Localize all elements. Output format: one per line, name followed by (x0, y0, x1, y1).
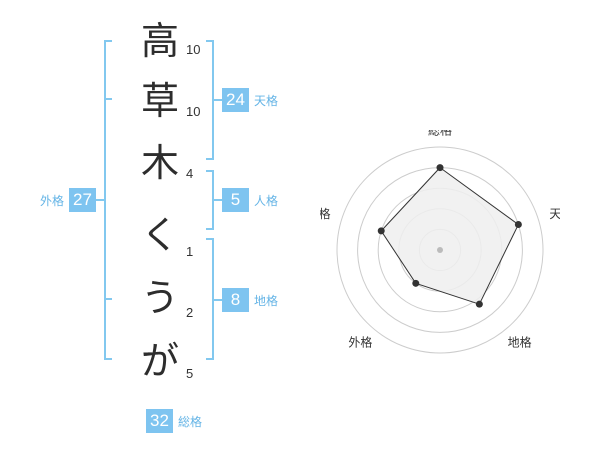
name-char-1: 高 (140, 19, 179, 63)
radar-grid-ring (336, 146, 544, 354)
jinkaku-bracket (206, 170, 214, 230)
gaikaku-label: 外格 (40, 193, 65, 208)
chikaku-value: 8 (222, 288, 249, 312)
stroke-count-5: 2 (186, 305, 194, 320)
jinkaku-label: 人格 (254, 193, 279, 208)
stroke-count-2: 10 (186, 104, 201, 119)
tenkaku-badge: 24 天格 (222, 88, 278, 112)
chikaku-badge: 8 地格 (222, 288, 278, 312)
name-char-6: が (140, 339, 179, 383)
tenkaku-label: 天格 (254, 93, 279, 108)
radar-point-2 (514, 221, 522, 229)
chikaku-label: 地格 (254, 293, 279, 308)
jinkaku-value: 5 (222, 188, 249, 212)
name-char-3: 木 (140, 141, 179, 185)
soukaku-label: 総格 (178, 414, 203, 429)
radar-axis-label-1: 総格 (428, 130, 452, 138)
radar-point-3 (475, 300, 483, 308)
chikaku-bracket (206, 238, 214, 360)
gaikaku-bracket-tick (104, 98, 112, 100)
name-char-4: く (140, 213, 179, 257)
radar-chart: 総格天格地格 外格 人格 (320, 130, 560, 354)
radar-polygon (380, 166, 520, 305)
radar-axis-label-5: 人格 (320, 206, 331, 221)
jinkaku-connector (214, 199, 222, 201)
tenkaku-connector (214, 99, 222, 101)
radar-axis-label-2: 天格 (549, 206, 560, 221)
chikaku-connector (214, 299, 222, 301)
name-char-5: う (140, 276, 179, 320)
gaikaku-bracket (104, 40, 112, 360)
gaikaku-value: 27 (69, 188, 97, 212)
tenkaku-bracket (206, 40, 214, 160)
stroke-count-1: 10 (186, 42, 201, 57)
radar-point-4 (412, 279, 420, 287)
radar-axis-label-3: 地格 (508, 335, 532, 350)
stroke-count-6: 5 (186, 366, 194, 381)
radar-axis-label-4: 外格 (348, 335, 372, 350)
soukaku-badge: 32 総格 (146, 409, 202, 433)
gaikaku-badge: 外格 27 (40, 188, 97, 212)
gaikaku-connector (94, 199, 104, 201)
name-char-2: 草 (140, 79, 179, 123)
gaikaku-bracket-tick (104, 298, 112, 300)
radar-point-5 (377, 227, 385, 235)
soukaku-value: 32 (146, 409, 173, 433)
radar-point-1 (436, 164, 444, 172)
stroke-count-4: 1 (186, 244, 194, 259)
tenkaku-value: 24 (222, 88, 249, 112)
radar-center-dot (437, 247, 443, 253)
stroke-count-3: 4 (186, 166, 194, 181)
jinkaku-badge: 5 人格 (222, 188, 278, 212)
